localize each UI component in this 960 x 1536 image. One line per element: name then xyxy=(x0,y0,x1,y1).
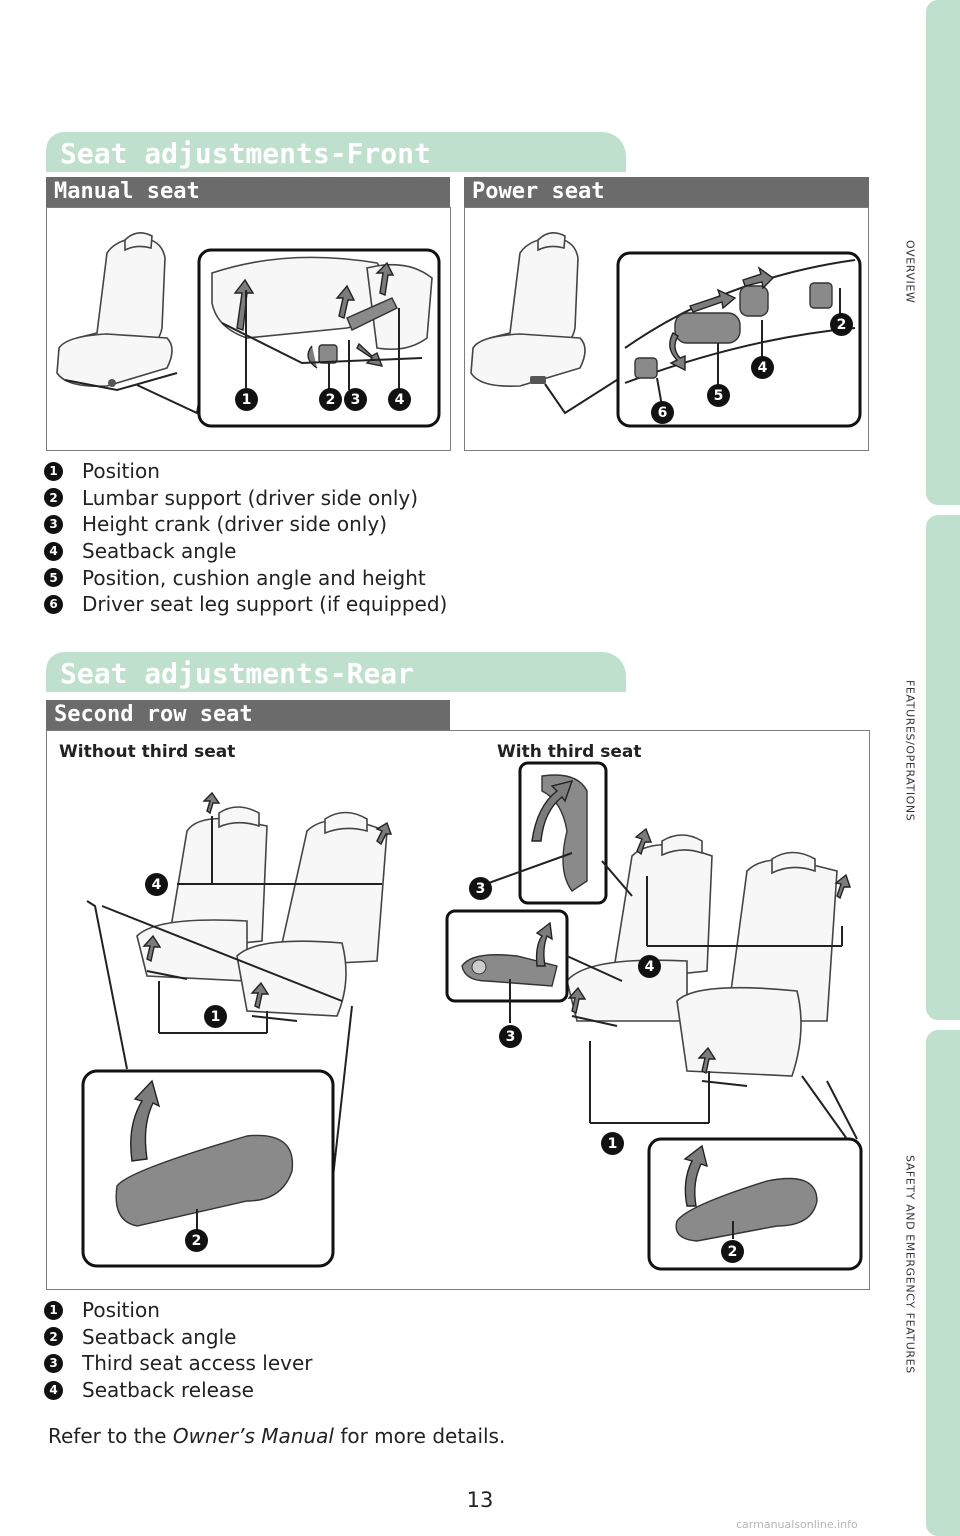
legend-item: 2 Lumbar support (driver side only) xyxy=(44,485,447,512)
tab-label-overview: OVERVIEW xyxy=(903,240,917,304)
front-section-banner: Seat adjustments-Front xyxy=(46,132,626,172)
legend-text: Seatback angle xyxy=(82,539,237,564)
second-row-illustration xyxy=(81,761,863,1271)
legend-item: 4 Seatback release xyxy=(44,1377,313,1404)
tab-features-operations[interactable] xyxy=(926,515,960,1020)
callout-1: 1 xyxy=(601,1132,624,1155)
callout-4: 4 xyxy=(638,955,661,978)
callout-2: 2 xyxy=(830,313,853,336)
callout-2: 2 xyxy=(319,388,342,411)
footnote-manual-title: Owner’s Manual xyxy=(172,1424,334,1448)
legend-text: Position xyxy=(82,459,160,484)
legend-number: 6 xyxy=(44,594,63,614)
legend-number: 1 xyxy=(44,1300,63,1320)
legend-text: Third seat access lever xyxy=(82,1351,313,1376)
callout-1: 1 xyxy=(235,388,258,411)
legend-number: 4 xyxy=(44,1380,63,1400)
callout-3: 3 xyxy=(469,877,492,900)
callout-2: 2 xyxy=(185,1229,208,1252)
legend-text: Driver seat leg support (if equipped) xyxy=(82,592,448,617)
watermark: carmanualsonline.info xyxy=(736,1518,858,1531)
legend-number: 5 xyxy=(44,568,63,588)
legend-item: 4 Seatback angle xyxy=(44,538,447,565)
tab-label-safety: SAFETY AND EMERGENCY FEATURES xyxy=(903,1155,917,1374)
side-tabs xyxy=(926,0,960,1536)
second-row-figure: Without third seat With third seat xyxy=(46,730,870,1290)
legend-number: 4 xyxy=(44,541,63,561)
legend-text: Lumbar support (driver side only) xyxy=(82,485,419,510)
footnote-before: Refer to the xyxy=(48,1424,173,1448)
legend-number: 2 xyxy=(44,1327,63,1347)
tab-overview[interactable] xyxy=(926,0,960,505)
legend-item: 1 Position xyxy=(44,1297,313,1324)
page-number: 13 xyxy=(466,1488,494,1512)
callout-5: 5 xyxy=(707,384,730,407)
legend-item: 3 Height crank (driver side only) xyxy=(44,511,447,538)
tab-label-features: FEATURES/OPERATIONS xyxy=(903,680,917,822)
callout-4: 4 xyxy=(388,388,411,411)
manual-seat-figure: 1 2 3 4 xyxy=(46,207,451,451)
legend-text: Seatback release xyxy=(82,1378,254,1403)
callout-3: 3 xyxy=(344,388,367,411)
legend-item: 3 Third seat access lever xyxy=(44,1350,313,1377)
legend-number: 1 xyxy=(44,461,63,481)
manual-seat-header: Manual seat xyxy=(46,177,450,207)
legend-number: 2 xyxy=(44,488,63,508)
callout-4: 4 xyxy=(751,356,774,379)
front-section-title: Seat adjustments-Front xyxy=(60,137,431,170)
legend-text: Height crank (driver side only) xyxy=(82,512,387,537)
power-seat-illustration xyxy=(470,232,862,428)
rear-legend: 1 Position 2 Seatback angle 3 Third seat ac… xyxy=(44,1297,313,1403)
legend-text: Position xyxy=(82,1298,160,1323)
caption-with-third-seat: With third seat xyxy=(497,742,642,762)
manual-seat-illustration xyxy=(56,232,441,428)
front-legend: 1 Position 2 Lumbar support (driver side o… xyxy=(44,458,447,618)
tab-safety[interactable] xyxy=(926,1030,960,1536)
power-seat-header: Power seat xyxy=(464,177,869,207)
callout-4: 4 xyxy=(145,873,168,896)
callout-2: 2 xyxy=(721,1240,744,1263)
legend-item: 5 Position, cushion angle and height xyxy=(44,564,447,591)
caption-without-third-seat: Without third seat xyxy=(59,742,236,762)
rear-section-title: Seat adjustments-Rear xyxy=(60,657,415,690)
legend-text: Seatback angle xyxy=(82,1324,237,1349)
legend-text: Position, cushion angle and height xyxy=(82,565,426,590)
footnote: Refer to the Owner’s Manual for more det… xyxy=(48,1424,505,1448)
legend-number: 3 xyxy=(44,514,63,534)
footnote-after: for more details. xyxy=(333,1424,506,1448)
rear-section-banner: Seat adjustments-Rear xyxy=(46,652,626,692)
callout-3: 3 xyxy=(499,1025,522,1048)
legend-number: 3 xyxy=(44,1353,63,1373)
second-row-header: Second row seat xyxy=(46,700,450,730)
power-seat-figure: 2 4 5 6 xyxy=(464,207,869,451)
legend-item: 1 Position xyxy=(44,458,447,485)
callout-6: 6 xyxy=(651,401,674,424)
callout-1: 1 xyxy=(204,1005,227,1028)
legend-item: 2 Seatback angle xyxy=(44,1324,313,1351)
legend-item: 6 Driver seat leg support (if equipped) xyxy=(44,591,447,618)
